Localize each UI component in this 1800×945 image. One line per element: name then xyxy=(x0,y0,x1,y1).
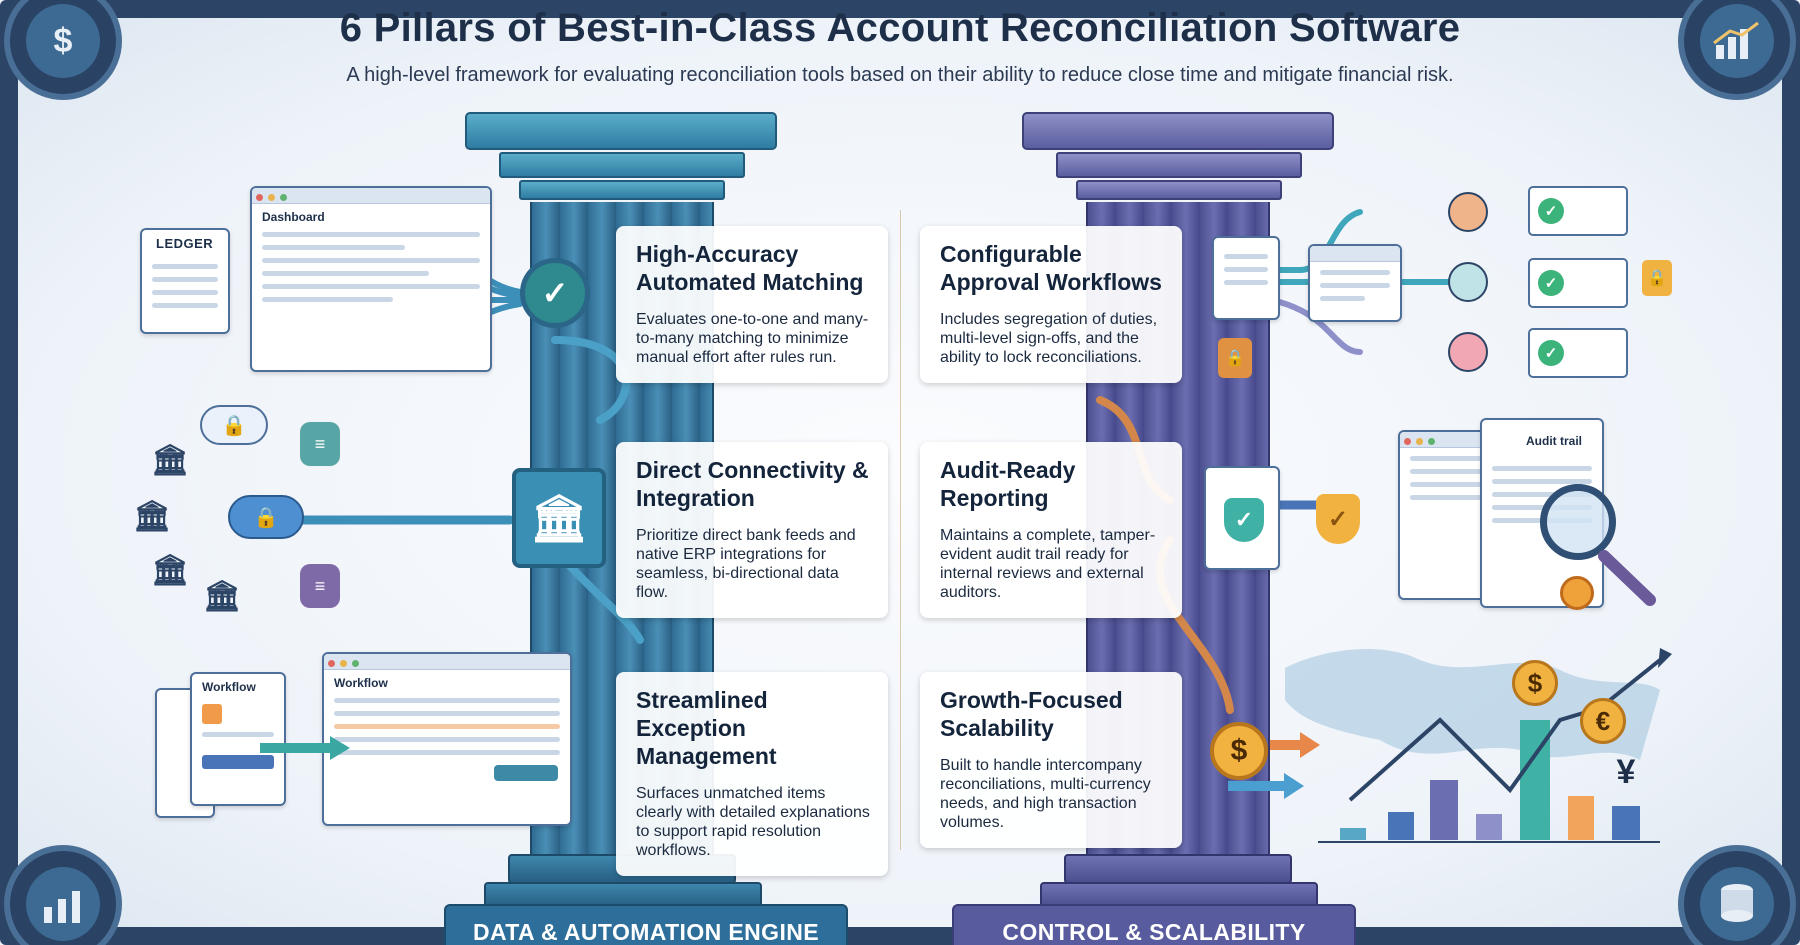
card-text: Surfaces unmatched items clearly with de… xyxy=(636,785,870,859)
bank-icon: 🏛 xyxy=(202,579,242,613)
database-shield-icon xyxy=(1678,845,1796,945)
card-title: Configurable Approval Workflows xyxy=(940,241,1162,295)
workflow-window: Workflow xyxy=(322,652,572,826)
approval-screen xyxy=(1308,244,1402,322)
approval-step: ✓ xyxy=(1528,186,1628,236)
check-icon: ✓ xyxy=(1538,340,1564,366)
user-avatar-icon xyxy=(1448,332,1488,372)
card-approval-workflows: Configurable Approval Workflows Includes… xyxy=(920,226,1182,383)
cloud-lock-icon: 🔒 xyxy=(228,495,304,539)
approval-doc xyxy=(1212,236,1280,320)
card-scalability: Growth-Focused Scalability Built to hand… xyxy=(920,672,1182,848)
database-icon: ≡ xyxy=(300,564,340,608)
shield-check-icon: ✓ xyxy=(1316,494,1360,544)
bank-icon: 🏛 xyxy=(150,553,190,587)
card-title: Growth-Focused Scalability xyxy=(940,687,1123,741)
card-text: Built to handle intercompany reconciliat… xyxy=(940,757,1151,831)
workflow-window-title: Workflow xyxy=(334,676,388,690)
card-text: Prioritize direct bank feeds and native … xyxy=(636,527,856,601)
user-avatar-icon xyxy=(1448,262,1488,302)
approval-step: ✓ xyxy=(1528,258,1628,308)
dollar-gear-icon: $ xyxy=(4,0,122,100)
cloud-lock-icon: 🔒 xyxy=(200,405,268,445)
dashboard-window: Dashboard xyxy=(250,186,492,372)
card-text: Evaluates one-to-one and many-to-many ma… xyxy=(636,311,869,366)
bank-building-icon: 🏛 xyxy=(512,468,606,568)
ledger-label: LEDGER xyxy=(156,236,214,251)
lock-icon: 🔒 xyxy=(1218,338,1252,378)
growth-chart-icon xyxy=(1678,0,1796,100)
approval-step: ✓ xyxy=(1528,328,1628,378)
workflow-card: Workflow xyxy=(190,672,286,806)
shield-doc: ✓ xyxy=(1204,466,1280,570)
card-text: Maintains a complete, tamper-evident aud… xyxy=(940,527,1156,601)
card-title: Streamlined Exception Management xyxy=(636,687,777,769)
user-avatar-icon xyxy=(1448,192,1488,232)
award-seal-icon xyxy=(1560,576,1594,610)
bank-icon: 🏛 xyxy=(150,443,190,477)
dashboard-title: Dashboard xyxy=(262,210,325,224)
check-icon: ✓ xyxy=(1538,270,1564,296)
yen-symbol-icon: ¥ xyxy=(1616,752,1636,791)
card-exception-management: Streamlined Exception Management Surface… xyxy=(616,672,888,876)
dollar-coin-icon: $ xyxy=(1512,660,1558,706)
center-divider xyxy=(900,210,901,850)
left-pillar-banner: DATA & AUTOMATION ENGINE xyxy=(444,904,848,945)
card-audit-reporting: Audit-Ready Reporting Maintains a comple… xyxy=(920,442,1182,618)
bar-chart-icon xyxy=(4,845,122,945)
lock-icon: 🔒 xyxy=(1642,260,1672,296)
shield-check-icon: ✓ xyxy=(1224,498,1264,542)
bank-icon: 🏛 xyxy=(132,499,172,533)
page-title: 6 Pillars of Best-in-Class Account Recon… xyxy=(339,6,1461,50)
card-title: High-Accuracy Automated Matching xyxy=(636,241,864,295)
check-icon: ✓ xyxy=(1538,198,1564,224)
right-pillar-banner: CONTROL & SCALABILITY xyxy=(952,904,1356,945)
card-text: Includes segregation of duties, multi-le… xyxy=(940,311,1158,366)
card-automated-matching: High-Accuracy Automated Matching Evaluat… xyxy=(616,226,888,383)
database-icon: ≡ xyxy=(300,422,340,466)
workflow-card-title: Workflow xyxy=(202,680,256,694)
page-subtitle: A high-level framework for evaluating re… xyxy=(346,64,1454,86)
card-connectivity-integration: Direct Connectivity & Integration Priori… xyxy=(616,442,888,618)
ledger-book: LEDGER xyxy=(140,228,230,334)
check-icon: ✓ xyxy=(520,258,590,328)
audit-trail-title: Audit trail xyxy=(1526,434,1582,448)
magnifier-icon xyxy=(1540,484,1616,560)
euro-coin-icon: € xyxy=(1580,698,1626,744)
card-title: Direct Connectivity & Integration xyxy=(636,457,869,511)
dollar-coin-icon: $ xyxy=(1210,722,1268,780)
card-title: Audit-Ready Reporting xyxy=(940,457,1076,511)
